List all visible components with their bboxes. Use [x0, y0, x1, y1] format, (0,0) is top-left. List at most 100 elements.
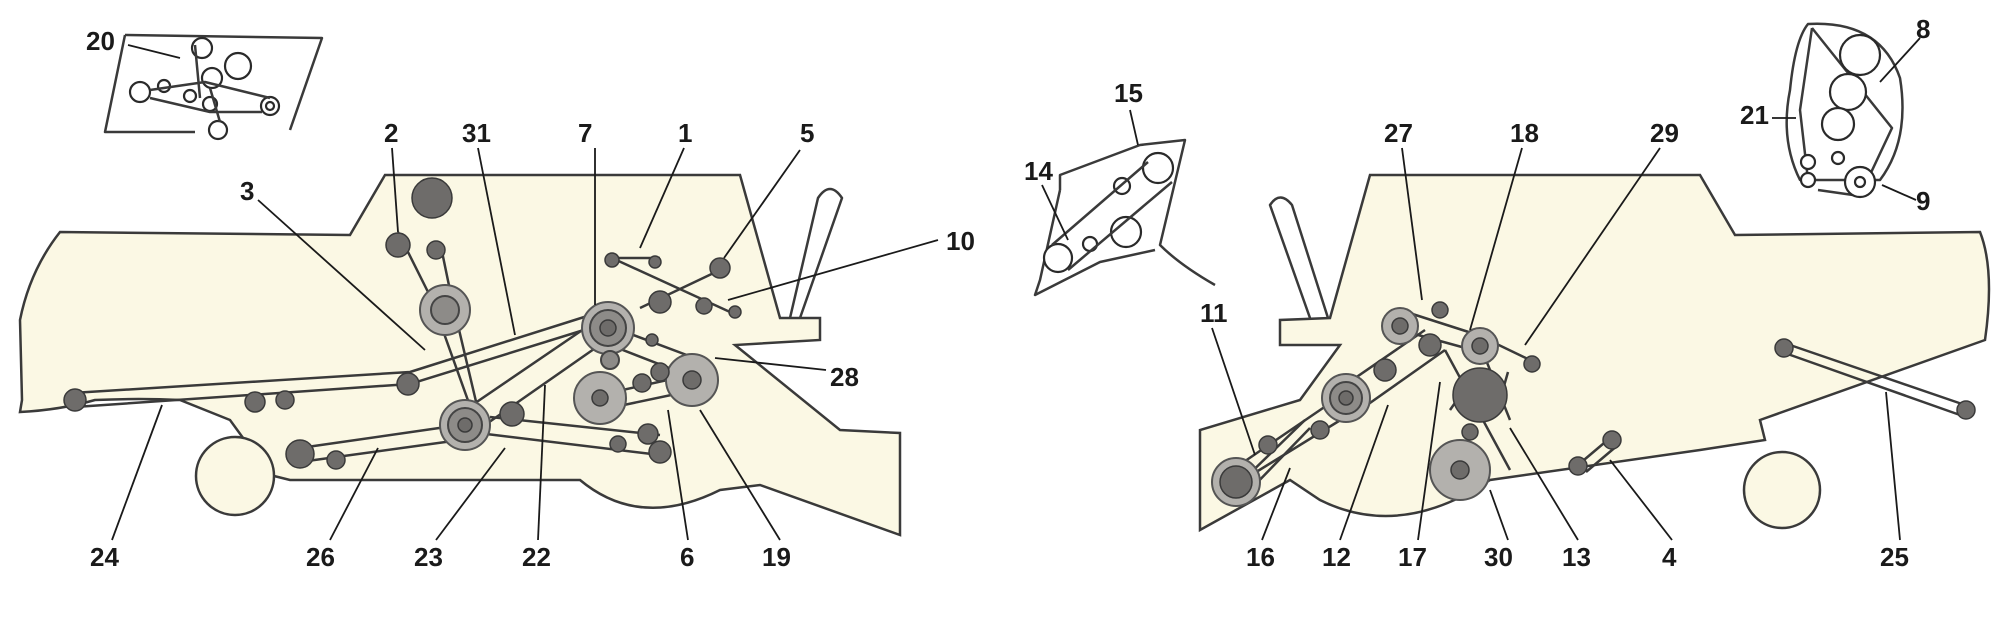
roller-6a: [637, 423, 659, 445]
label-29: 29: [1650, 118, 1679, 148]
label-5: 5: [800, 118, 814, 148]
pulley-3-hub: [430, 295, 460, 325]
pulley-30-hub: [1450, 460, 1470, 480]
pulley-16-hub: [1219, 465, 1253, 499]
inset-8-21-9: [1785, 22, 1904, 199]
inset-21-roller-b: [1799, 171, 1817, 189]
leader-6: [667, 409, 689, 541]
label-9: 9: [1916, 186, 1930, 216]
inset-15-roller-d: [1081, 235, 1099, 253]
roller-5b: [648, 290, 672, 314]
label-28: 28: [830, 362, 859, 392]
leader-14: [1041, 184, 1069, 241]
pulley-12-hub: [1338, 390, 1354, 406]
leader-12: [1339, 404, 1389, 541]
pulley-top-mast: [411, 177, 453, 219]
roller-12a: [1310, 420, 1330, 440]
inset-15-roller-a: [1141, 151, 1175, 185]
roller-5d: [728, 305, 742, 319]
label-13: 13: [1562, 542, 1591, 572]
roller-31: [396, 372, 420, 396]
label-21: 21: [1740, 100, 1769, 130]
inset-20-roller-e: [156, 78, 172, 94]
inset-14-roller: [1042, 242, 1074, 274]
inset-20-roller-j: [264, 100, 276, 112]
label-23: 23: [414, 542, 443, 572]
leader-9: [1881, 184, 1917, 201]
leader-27: [1401, 147, 1423, 301]
leader-26: [329, 447, 379, 541]
roller-19b: [632, 373, 652, 393]
left-side-view: 20 2 31 7 1 5 3 10 28 24 26 23 22 6 19: [18, 26, 975, 572]
inset-15-belt: [1051, 161, 1173, 271]
leader-22: [537, 384, 546, 541]
leader-15: [1129, 109, 1139, 146]
belt-25: [1781, 343, 1966, 417]
pulley-2a: [385, 232, 411, 258]
leader-30: [1489, 489, 1509, 541]
leader-11: [1211, 327, 1256, 456]
leader-1: [639, 147, 685, 249]
label-22: 22: [522, 542, 551, 572]
leader-23: [435, 447, 506, 541]
leader-19: [699, 409, 781, 541]
roller-26a: [285, 439, 315, 469]
leader-16: [1261, 467, 1291, 541]
pulley-18-hub: [1471, 337, 1489, 355]
roller-11: [1258, 435, 1278, 455]
pulley-23-hub: [457, 417, 473, 433]
label-12: 12: [1322, 542, 1351, 572]
roller-25a: [1774, 338, 1794, 358]
pulley-2b: [426, 240, 446, 260]
label-19: 19: [762, 542, 791, 572]
inset-20-roller-f: [182, 88, 198, 104]
roller-4a: [1568, 456, 1588, 476]
roller-29: [1523, 355, 1541, 373]
label-16: 16: [1246, 542, 1275, 572]
label-14: 14: [1024, 156, 1053, 186]
label-26: 26: [306, 542, 335, 572]
leader-5: [723, 149, 801, 259]
label-6: 6: [680, 542, 694, 572]
left-front-wheel: [194, 435, 276, 517]
roller-12b: [1373, 358, 1397, 382]
right-rear-wheel: [1742, 450, 1822, 530]
label-30: 30: [1484, 542, 1513, 572]
inset-14-15: [1033, 138, 1216, 297]
leader-18: [1469, 147, 1523, 331]
label-11: 11: [1200, 298, 1228, 328]
pulley-6-hub: [591, 389, 609, 407]
roller-24a: [63, 388, 87, 412]
pulley-7-hub: [599, 319, 617, 337]
roller-30: [1461, 423, 1479, 441]
leader-2: [391, 147, 399, 233]
pulley-19-hub: [682, 370, 702, 390]
label-7: 7: [578, 118, 592, 148]
label-18: 18: [1510, 118, 1539, 148]
inset-8-roller-c: [1820, 106, 1856, 142]
leader-10: [727, 239, 939, 301]
inset-21-roller-a: [1799, 153, 1817, 171]
roller-5c: [695, 297, 713, 315]
roller-24c: [275, 390, 295, 410]
inset-20-belts: [149, 44, 271, 123]
leader-13: [1509, 427, 1579, 541]
leader-17: [1417, 381, 1441, 541]
roller-4b: [1602, 430, 1622, 450]
roller-5a: [709, 257, 731, 279]
label-1: 1: [678, 118, 692, 148]
right-side-view: 15 14 27 18 29 8 21 9 11 16 12 17 30 13 …: [1024, 14, 1991, 572]
inset-8-roller-a: [1838, 33, 1882, 77]
roller-6c: [609, 435, 627, 453]
inset-20-roller-h: [207, 119, 229, 141]
label-20: 20: [86, 26, 115, 56]
roller-1a: [604, 252, 620, 268]
pulley-27-hub: [1391, 317, 1409, 335]
inset-8-housing: [1785, 22, 1904, 182]
left-auger-tube: [788, 187, 844, 319]
label-2: 2: [384, 118, 398, 148]
label-17: 17: [1398, 542, 1427, 572]
pulley-13: [1452, 367, 1508, 423]
right-combine-body: [1198, 173, 1991, 533]
